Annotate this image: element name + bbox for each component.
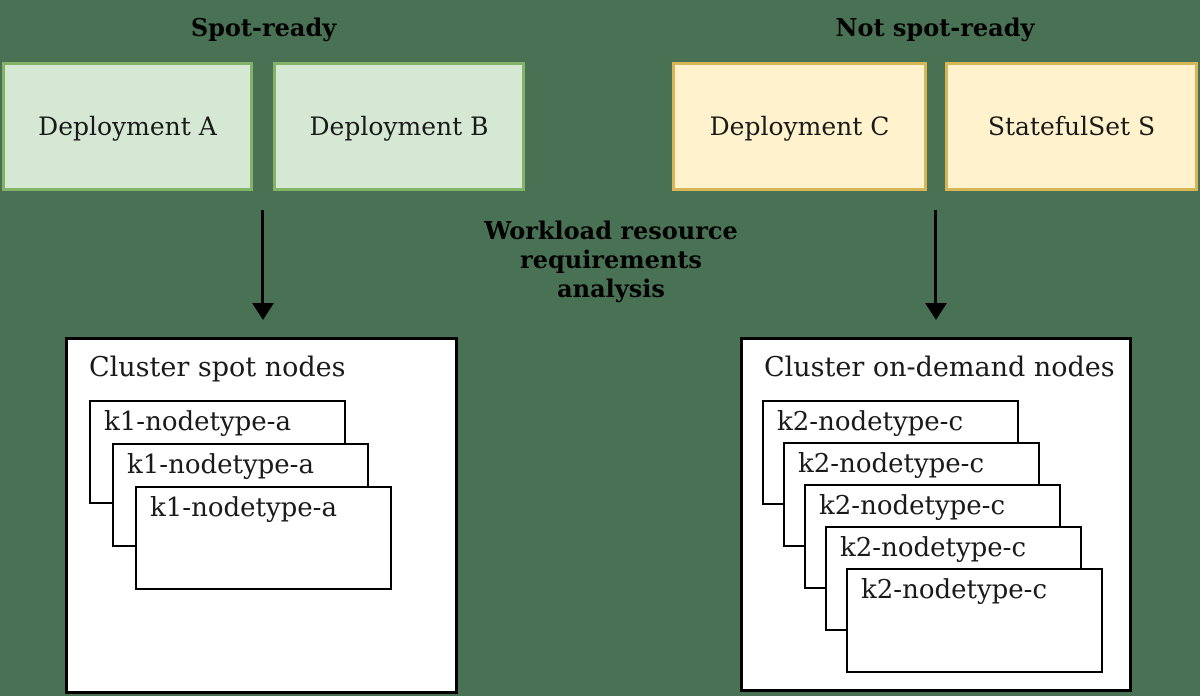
- cluster-on-demand-nodes-title: Cluster on-demand nodes: [764, 352, 1115, 383]
- not-spot-ready-label: Not spot-ready: [835, 13, 1035, 42]
- on-demand-node-box: k2-nodetype-c: [846, 568, 1103, 673]
- analysis-line-1: Workload resource: [484, 216, 738, 245]
- spot-arrow-head-icon: [252, 303, 274, 320]
- spot-ready-label: Spot-ready: [190, 13, 337, 42]
- deployment-c-box: Deployment C: [672, 62, 927, 191]
- workload-analysis-label: Workload resource requirements analysis: [458, 216, 764, 303]
- on-demand-arrow-line: [934, 210, 937, 305]
- deployment-a-box: Deployment A: [2, 62, 253, 191]
- deployment-b-box: Deployment B: [273, 62, 525, 191]
- spot-arrow-line: [261, 210, 264, 305]
- cluster-spot-nodes-title: Cluster spot nodes: [89, 352, 346, 383]
- cluster-on-demand-nodes-box: Cluster on-demand nodes k2-nodetype-c k2…: [740, 337, 1132, 692]
- spot-node-box: k1-nodetype-a: [135, 486, 392, 590]
- on-demand-arrow-head-icon: [925, 303, 947, 320]
- analysis-line-3: analysis: [557, 274, 665, 303]
- cluster-spot-nodes-box: Cluster spot nodes k1-nodetype-a k1-node…: [65, 337, 458, 694]
- analysis-line-2: requirements: [520, 245, 702, 274]
- statefulset-s-box: StatefulSet S: [945, 62, 1198, 191]
